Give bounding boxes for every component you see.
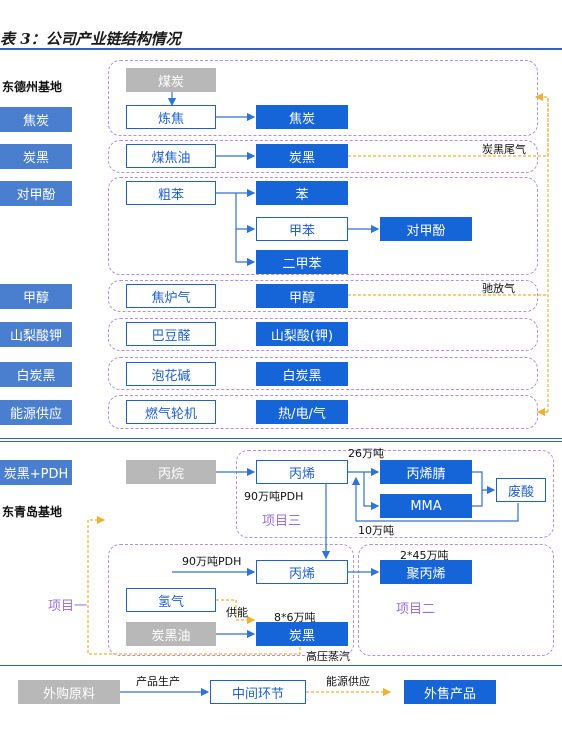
region-project2 (358, 544, 554, 656)
node-carbon-black-qd: 炭黑 (256, 622, 348, 646)
title-underline (0, 48, 562, 50)
figure-title: 表 3：公司产业链结构情况 (0, 30, 181, 48)
side-label-methanol: 甲醇 (0, 284, 72, 309)
node-polypropylene: 聚丙烯 (380, 560, 472, 584)
node-cb-oil: 炭黑油 (126, 622, 216, 646)
region-sorbic (108, 318, 538, 351)
node-bubble-alkali: 泡花碱 (126, 362, 216, 386)
node-coal-tar: 煤焦油 (126, 144, 216, 168)
legend-energy-label: 能源供应 (326, 675, 370, 688)
note-90-pdh-b: 90万吨PDH (182, 555, 242, 568)
legend-intermediate: 中间环节 (210, 680, 306, 704)
legend-sales: 外售产品 (404, 680, 496, 704)
node-coal: 煤炭 (126, 68, 216, 92)
project1-label: 项目一 (48, 599, 88, 614)
node-coke: 焦炭 (256, 105, 348, 129)
node-coking: 炼焦 (126, 105, 216, 129)
dezhou-base-label: 东德州基地 (2, 80, 63, 94)
node-methanol: 甲醇 (256, 284, 348, 308)
section-divider-2 (0, 441, 562, 442)
note-2x45: 2*45万吨 (400, 549, 449, 562)
side-label-cb-pdh: 炭黑+PDH (0, 460, 72, 485)
qingdao-base-label: 东青岛基地 (2, 505, 63, 519)
node-xylene: 二甲苯 (256, 250, 348, 274)
note-tail-gas: 炭黑尾气 (482, 143, 526, 156)
node-toluene: 甲苯 (256, 217, 348, 241)
side-label-carbon-black: 炭黑 (0, 144, 72, 169)
legend-purchased: 外购原料 (18, 680, 120, 704)
region-project3 (236, 450, 554, 538)
legend-production-label: 产品生产 (136, 675, 180, 688)
node-benzene: 苯 (256, 181, 348, 205)
note-purge-gas: 驰放气 (482, 282, 515, 295)
region-methanol (108, 280, 538, 312)
region-carbon-black (108, 140, 538, 173)
side-label-white-carbon: 白炭黑 (0, 362, 72, 387)
note-8x6: 8*6万吨 (274, 611, 316, 624)
project2-label: 项目二 (396, 602, 436, 617)
section-divider-1 (0, 438, 562, 439)
node-turbine: 燃气轮机 (126, 400, 216, 424)
note-10: 10万吨 (358, 524, 394, 537)
node-crotonaldehyde: 巴豆醛 (126, 322, 216, 346)
node-crude-benzene: 粗苯 (126, 181, 216, 205)
region-white-carbon (108, 357, 538, 390)
region-project1 (108, 544, 354, 656)
region-benzene (108, 177, 538, 275)
node-propylene-2: 丙烯 (256, 560, 348, 584)
note-supply: 供能 (226, 606, 248, 619)
project3-label: 项目三 (262, 514, 302, 529)
node-heat-power: 热/电/气 (256, 400, 348, 424)
section-divider-3 (0, 665, 562, 666)
node-propylene-1: 丙烯 (256, 460, 348, 484)
note-hp-steam: 高压蒸汽 (306, 650, 350, 663)
side-label-cresol: 对甲酚 (0, 181, 72, 206)
node-cresol: 对甲酚 (380, 217, 472, 241)
node-acrylonitrile: 丙烯腈 (380, 460, 472, 484)
node-sorbic: 山梨酸(钾) (256, 322, 348, 346)
node-hydrogen: 氢气 (126, 588, 216, 612)
note-26: 26万吨 (348, 447, 384, 460)
node-carbon-black: 炭黑 (256, 144, 348, 168)
note-90-pdh-a: 90万吨PDH (244, 490, 304, 503)
node-coke-gas: 焦炉气 (126, 284, 216, 308)
node-waste-acid: 废酸 (496, 478, 546, 502)
side-label-sorbic: 山梨酸钾 (0, 322, 72, 347)
side-label-energy: 能源供应 (0, 400, 72, 425)
node-white-carbon: 白炭黑 (256, 362, 348, 386)
node-propane: 丙烷 (126, 460, 216, 484)
side-label-coke: 焦炭 (0, 107, 72, 132)
node-mma: MMA (380, 494, 472, 518)
